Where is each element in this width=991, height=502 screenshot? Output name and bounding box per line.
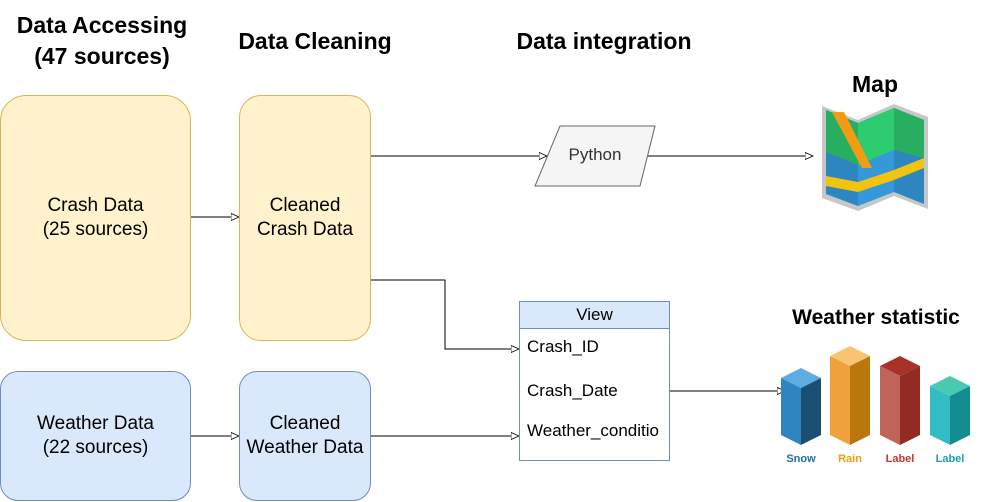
python-label[interactable]: Python (568, 145, 622, 164)
bar-label-teal (930, 376, 970, 445)
cleaned-weather-line1: Cleaned (269, 413, 341, 434)
crash-data-title: Crash Data (47, 195, 144, 216)
map-heading: Map (852, 71, 898, 97)
view-field-weather-condition: Weather_conditio (527, 421, 659, 440)
view-title: View (520, 302, 669, 329)
bar-label-snow: Snow (786, 453, 816, 465)
bar-rain (830, 346, 870, 445)
bar-label-teal-label: Label (935, 453, 965, 465)
cleaned-weather-line2: Weather Data (246, 437, 364, 458)
cleaned-weather-node[interactable]: Cleaned Weather Data (239, 371, 371, 501)
cleaned-crash-line1: Cleaned (269, 195, 341, 216)
bar-snow (781, 368, 821, 445)
view-field-crash-date: Crash_Date (527, 381, 618, 400)
weather-data-node[interactable]: Weather Data (22 sources) (0, 371, 191, 501)
python-shape (534, 125, 656, 187)
data-cleaning-heading: Data Cleaning (238, 28, 392, 54)
weather-data-title: Weather Data (37, 413, 154, 434)
data-integration-heading: Data integration (516, 28, 692, 54)
bar-label-rain: Rain (838, 453, 862, 465)
map-icon (822, 104, 928, 211)
bar-label-red-label: Label (885, 453, 915, 465)
bar-label-red (880, 356, 920, 445)
data-accessing-count: (47 sources) (34, 43, 170, 69)
weather-bar-chart (781, 346, 970, 445)
cleaned-crash-line2: Crash Data (256, 219, 354, 240)
data-accessing-title: Data Accessing (16, 12, 188, 38)
crash-data-count: (25 sources) (42, 219, 149, 240)
view-field-crash-id: Crash_ID (527, 337, 599, 356)
weather-statistic-heading: Weather statistic (792, 306, 960, 329)
cleaned-crash-node[interactable]: Cleaned Crash Data (239, 95, 371, 341)
weather-data-count: (22 sources) (42, 437, 149, 458)
edge-cleaned-crash-to-view (371, 279, 519, 349)
data-accessing-heading: Data Accessing (47 sources) (2, 10, 202, 72)
crash-data-node[interactable]: Crash Data (25 sources) (0, 95, 191, 341)
view-table[interactable]: View Crash_ID Crash_Date Weather_conditi… (519, 301, 670, 461)
